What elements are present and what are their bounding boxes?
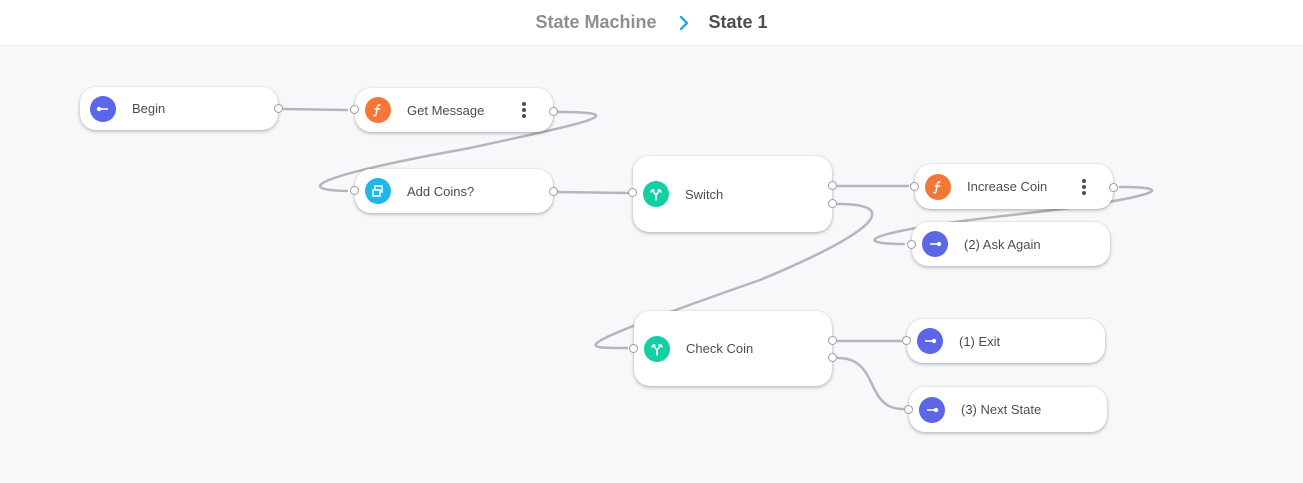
node-next-state[interactable]: (3) Next State <box>904 387 1107 432</box>
node-check-coin[interactable]: Check Coin <box>629 311 837 386</box>
input-port[interactable] <box>350 186 359 195</box>
output-port[interactable] <box>549 187 558 196</box>
node-label: Begin <box>132 101 166 116</box>
output-port[interactable] <box>828 336 837 345</box>
node-label: (3) Next State <box>961 402 1042 417</box>
node-switch[interactable]: Switch <box>628 156 837 232</box>
input-port[interactable] <box>904 405 913 414</box>
node-add-coins[interactable]: Add Coins? <box>350 169 558 213</box>
node-ask-again[interactable]: (2) Ask Again <box>907 222 1110 266</box>
event-end-icon <box>919 396 945 423</box>
function-icon <box>925 173 951 200</box>
node-label: (1) Exit <box>959 333 1001 349</box>
node-exit[interactable]: (1) Exit <box>902 319 1105 363</box>
output-port[interactable] <box>274 104 283 113</box>
breadcrumb-current: State 1 <box>708 12 768 32</box>
event-end-icon <box>917 328 943 354</box>
condition-icon <box>365 178 391 204</box>
output-port[interactable] <box>828 181 837 190</box>
switch-icon <box>643 181 669 207</box>
node-begin[interactable]: Begin <box>80 87 283 130</box>
input-port[interactable] <box>907 240 916 249</box>
output-port[interactable] <box>549 107 558 116</box>
node-label: Add Coins? <box>407 183 475 199</box>
output-port[interactable] <box>828 353 837 362</box>
node-get-message[interactable]: Get Message <box>350 88 558 132</box>
event-end-icon <box>922 231 948 257</box>
node-increase-coin[interactable]: Increase Coin <box>910 164 1118 209</box>
chevron-right-icon <box>675 14 693 32</box>
node-label: (2) Ask Again <box>964 236 1041 252</box>
function-icon <box>365 97 391 123</box>
input-port[interactable] <box>629 344 638 353</box>
output-port[interactable] <box>1109 183 1118 192</box>
node-label: Get Message <box>407 102 485 118</box>
node-label: Increase Coin <box>967 179 1048 194</box>
input-port[interactable] <box>628 188 637 197</box>
more-vertical-icon[interactable] <box>519 100 529 120</box>
event-start-icon <box>90 95 116 122</box>
more-vertical-icon[interactable] <box>1079 177 1089 197</box>
node-label: Check Coin <box>686 341 754 356</box>
input-port[interactable] <box>902 336 911 345</box>
input-port[interactable] <box>350 105 359 114</box>
node-label: Switch <box>685 186 724 202</box>
breadcrumb-parent[interactable]: State Machine <box>535 12 657 32</box>
input-port[interactable] <box>910 182 919 191</box>
header-bar: State Machine State 1 <box>0 0 1303 46</box>
switch-icon <box>644 335 670 362</box>
output-port[interactable] <box>828 199 837 208</box>
